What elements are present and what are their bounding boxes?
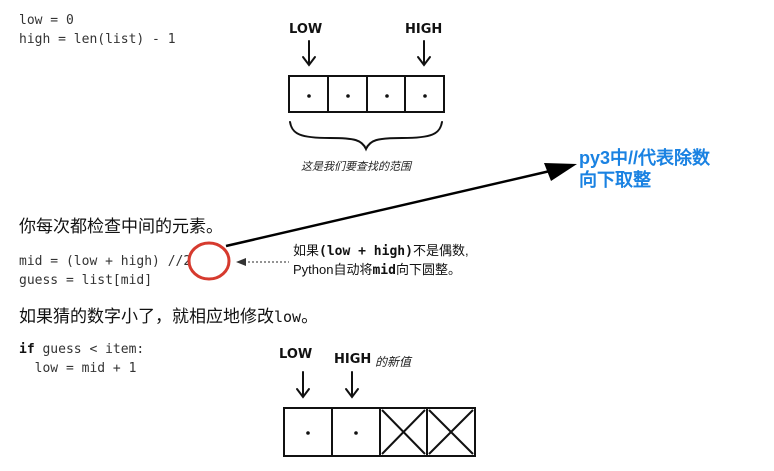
rounding-note-line2-prefix: Python自动将 <box>293 262 373 277</box>
top-low-label: LOW <box>289 22 323 37</box>
bottom-new-value-label: 的新值 <box>375 355 412 369</box>
bottom-array-dots <box>306 431 358 435</box>
code-line-low-update: low = mid + 1 <box>19 361 137 376</box>
code-if-condition: guess < item: <box>34 342 145 357</box>
prose-guess-low-text: 如果猜的数字小了，就相应地修改 <box>19 307 274 327</box>
pointer-arrow <box>225 163 577 248</box>
bottom-low-arrow <box>296 371 310 399</box>
code-block-init: low = 0 high = len(list) - 1 <box>19 11 176 49</box>
rounding-note-suffix: 不是偶数, <box>412 243 469 258</box>
rounding-note-line1: 如果(low + high)不是偶数, <box>293 242 469 261</box>
prose-guess-low: 如果猜的数字小了，就相应地修改low。 <box>19 302 318 327</box>
note-leader-line <box>236 258 289 266</box>
prose-check-middle: 你每次都检查中间的元素。 <box>19 217 223 237</box>
rounding-note-line2: Python自动将mid向下圆整。 <box>293 261 469 280</box>
code-if-keyword: if <box>19 342 35 357</box>
prose-guess-low-end: 。 <box>301 307 319 327</box>
top-array-dots <box>307 94 427 98</box>
prose-guess-low-code: low <box>274 308 302 326</box>
top-high-label: HIGH <box>405 22 443 37</box>
bottom-high-label: HIGH <box>334 352 372 367</box>
code-mid-prefix: mid = (low + high) <box>19 254 168 269</box>
rounding-note-code: (low + high) <box>319 244 413 259</box>
bottom-high-arrow <box>345 371 359 399</box>
code-floor-div-op: // <box>167 254 184 269</box>
code-line-low: low = 0 <box>19 13 74 28</box>
bottom-low-label: LOW <box>279 347 313 362</box>
code-line-high: high = len(list) - 1 <box>19 32 176 47</box>
floor-division-note: py3中//代表除数 向下取整 <box>579 147 710 191</box>
rounding-note-line2-code: mid <box>372 263 396 278</box>
rounding-note: 如果(low + high)不是偶数, Python自动将mid向下圆整。 <box>293 242 469 280</box>
floor-division-note-line1: py3中//代表除数 <box>579 148 711 168</box>
floor-division-note-line2: 向下取整 <box>579 170 651 190</box>
code-block-if: if guess < item: low = mid + 1 <box>19 340 144 378</box>
floor-div-highlight-circle <box>187 241 231 281</box>
rounding-note-prefix: 如果 <box>293 243 320 258</box>
top-array <box>288 75 445 113</box>
top-low-arrow <box>302 40 316 67</box>
code-mid-suffix: 2 <box>183 254 192 269</box>
bottom-array <box>283 407 476 457</box>
rounding-note-line2-suffix: 向下圆整。 <box>395 262 461 277</box>
code-line-guess: guess = list[mid] <box>19 273 153 288</box>
top-high-arrow <box>417 40 431 67</box>
code-block-mid: mid = (low + high) //2 guess = list[mid] <box>19 252 191 290</box>
range-brace <box>289 121 443 152</box>
eliminated-cell-crosses <box>381 409 474 455</box>
top-range-caption: 这是我们要查找的范围 <box>301 160 411 173</box>
